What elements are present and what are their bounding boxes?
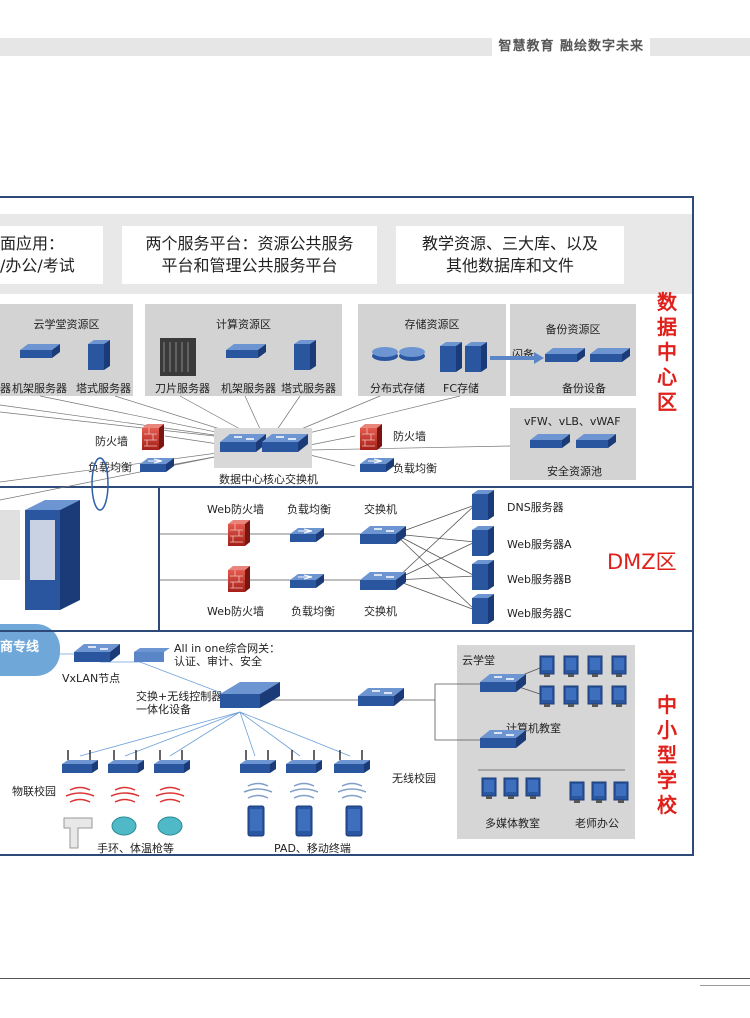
dmz-dns-label: DNS服务器 [507,501,564,514]
dc-loadbalance-right-label: 负载均衡 [393,462,437,475]
school-zone-label: 中小型学校 [656,693,680,818]
dmz-switch-top-label: 交换机 [364,503,397,516]
security-pool-devices [530,434,616,448]
wearable-devices [63,816,183,849]
service-platforms-line1: 两个服务平台：资源公共服务 [145,234,354,253]
storage-fc-label: FC存储 [443,382,480,395]
pad-devices [247,805,363,837]
datacenter-zone-label: 数据中心区 [656,290,680,415]
dmz-lb-top-label: 负载均衡 [287,503,331,516]
service-apps-line1: 面应用： [0,234,65,253]
service-box-apps: 面应用： /办公/考试 [0,226,103,284]
service-box-resources: 教学资源、三大库、以及 其他数据库和文件 [396,226,624,284]
wifi-signal-waves [243,782,367,799]
school-wired-links [270,667,625,771]
footer-rule-accent [700,985,750,986]
yunxuetang-label: 云学堂 [462,654,495,667]
allinone-label-1: All in one综合网关： [174,642,281,655]
compute-tower-label: 塔式服务器 [281,382,336,395]
service-resources-line2: 其他数据库和文件 [445,256,574,275]
backup-zone-devices [545,348,630,362]
cloud-tower-label: 塔式服务器 [76,382,131,395]
zone-backup-title: 备份资源区 [545,323,601,336]
link-aggregation-ring [91,457,109,511]
storage-distributed-label: 分布式存储 [370,382,425,395]
teacher-office-label: 老师办公 [575,817,619,830]
pad-label: PAD、移动终端 [274,842,351,855]
dc-network-devices [139,423,395,473]
service-resources-line1: 教学资源、三大库、以及 [421,234,598,253]
footer-rule [0,978,750,979]
zone-storage-title: 存储资源区 [404,318,460,331]
backup-device-label: 备份设备 [562,382,606,395]
cloud-blade-label: 器 [0,382,11,395]
compute-zone-devices [160,338,316,376]
zone-compute-title: 计算资源区 [216,318,271,331]
leased-line-label: 商专线 [0,640,40,655]
dmz-devices [227,490,494,624]
access-points [61,749,371,774]
header-slogan: 智慧教育 融绘数字未来 [492,38,650,56]
wireless-campus-label: 无线校园 [392,772,436,785]
dmz-web-c-label: Web服务器C [507,607,572,620]
dmz-zone-label: DMZ区 [607,550,677,574]
service-platforms-line2: 平台和管理公共服务平台 [161,256,338,275]
iot-campus-label: 物联校园 [12,785,56,798]
school-devices [73,643,527,749]
dmz-left-divider [158,488,160,630]
cloud-zone-devices [20,340,110,370]
core-cabinet [0,500,80,610]
security-pool-label: 安全资源池 [547,465,602,478]
compute-blade-label: 刀片服务器 [155,382,210,395]
zone-cloud-class-title: 云学堂资源区 [33,318,100,331]
dc-firewall-left-label: 防火墙 [95,435,128,448]
dmz-top-divider [0,486,694,488]
dc-firewall-right-label: 防火墙 [393,430,426,443]
school-top-divider [0,630,694,632]
allinone-label-2: 认证、审计、安全 [174,655,262,668]
switch-wlc-label-2: 一体化设备 [136,703,191,716]
dmz-web-a-label: Web服务器A [507,538,572,551]
header-bar-end [662,38,750,56]
school-links [60,653,351,757]
diagram-frame [0,196,694,856]
switch-wlc-label-1: 交换+无线控制器 [136,690,223,703]
multimedia-room-label: 多媒体教室 [485,817,540,830]
iot-signal-waves [65,786,185,803]
security-pool-title: vFW、vLB、vWAF [524,415,621,428]
dc-core-switch-label: 数据中心核心交换机 [219,473,318,486]
dmz-webfw-top-label: Web防火墙 [207,503,264,516]
service-box-platforms: 两个服务平台：资源公共服务 平台和管理公共服务平台 [122,226,377,284]
storage-zone-devices [372,342,487,372]
cloud-rack-label: 机架服务器 [12,382,67,395]
dmz-web-b-label: Web服务器B [507,573,572,586]
dmz-webfw-bottom-label: Web防火墙 [207,605,264,618]
school-zone-label-text: 中小型学校 [657,693,677,817]
dmz-lb-bottom-label: 负载均衡 [291,605,335,618]
vxlan-node-label: VxLAN节点 [62,672,121,685]
dmz-switch-bottom-label: 交换机 [364,605,397,618]
compute-rack-label: 机架服务器 [221,382,276,395]
service-apps-line2: /办公/考试 [0,256,75,275]
flash-backup-arrowhead [534,352,544,364]
leased-line-cloud [0,624,60,676]
wearables-label: 手环、体温枪等 [97,842,174,855]
dmz-links [160,504,476,611]
datacenter-zone-label-text: 数据中心区 [657,290,677,414]
